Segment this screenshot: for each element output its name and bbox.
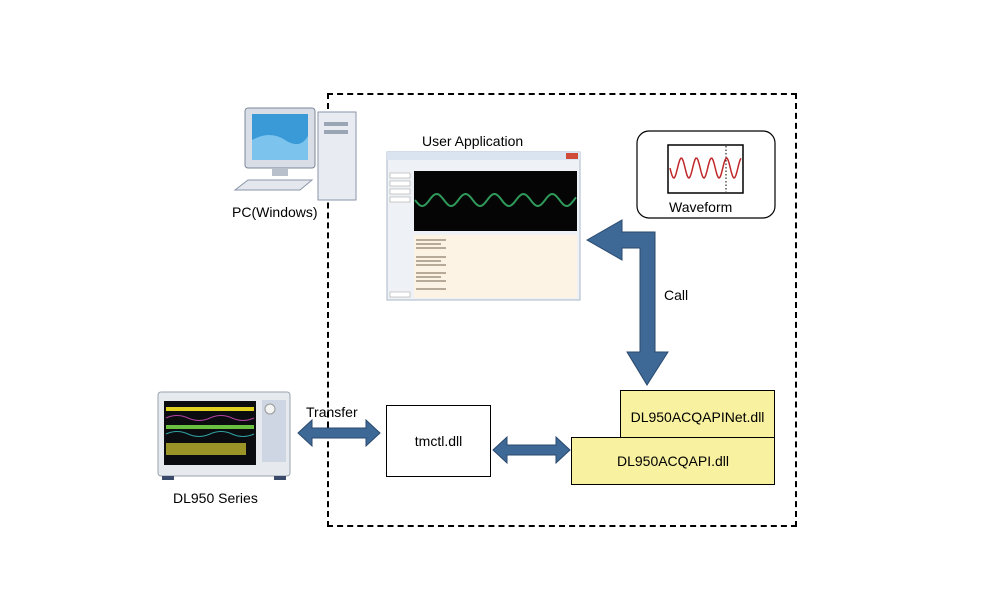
api-dll-box: DL950ACQAPI.dll: [571, 437, 775, 485]
net-dll-label: DL950ACQAPINet.dll: [630, 409, 765, 425]
api-dll-label: DL950ACQAPI.dll: [616, 453, 730, 469]
user-application-window: [386, 151, 581, 301]
call-label: Call: [664, 287, 689, 303]
transfer-arrow: [297, 418, 381, 448]
waveform-box: [636, 130, 776, 219]
pc-label: PC(Windows): [232, 204, 318, 220]
device-label: DL950 Series: [173, 490, 258, 506]
tmctl-dll-label: tmctl.dll: [414, 433, 463, 449]
dl950-device-icon: [157, 391, 291, 480]
call-arrow: [585, 219, 669, 386]
net-dll-box: DL950ACQAPINet.dll: [620, 390, 775, 438]
user-application-label: User Application: [422, 133, 524, 149]
pc-boundary: [327, 93, 797, 527]
tmctl-api-arrow: [492, 435, 571, 465]
transfer-label: Transfer: [306, 404, 358, 420]
pc-icon: [233, 107, 357, 201]
waveform-trace: [669, 157, 742, 179]
tmctl-dll-box: tmctl.dll: [386, 405, 491, 477]
waveform-label: Waveform: [669, 199, 733, 215]
